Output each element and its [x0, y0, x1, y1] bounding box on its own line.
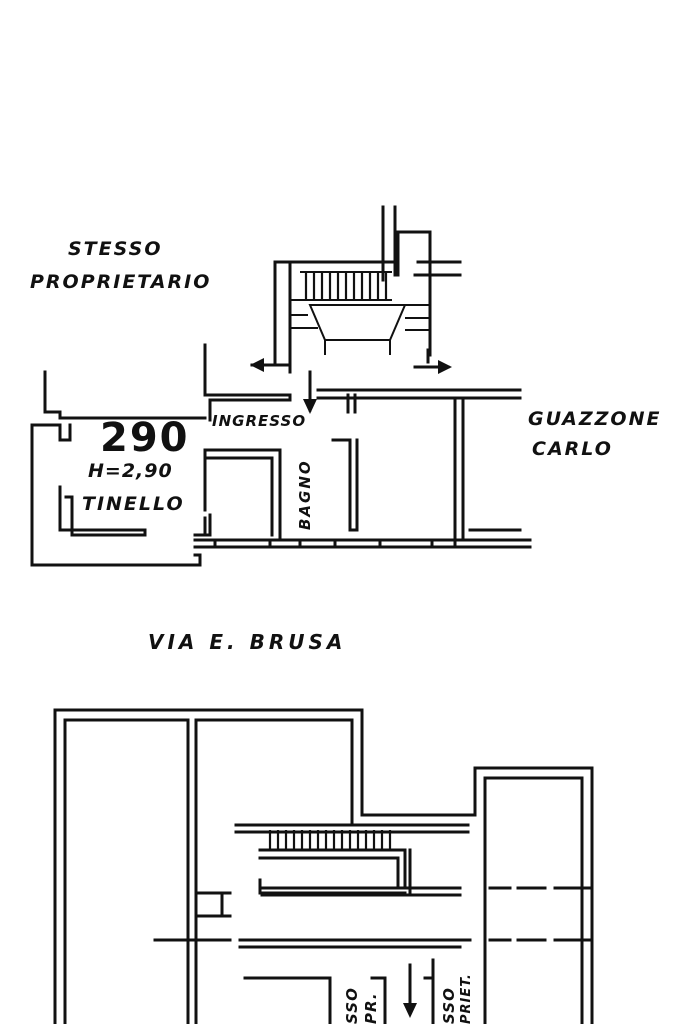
label-height: H=2,90	[88, 460, 173, 482]
label-ingresso: INGRESSO	[212, 412, 307, 430]
lower-plan	[53, 708, 594, 1024]
label-stesso-lower-2: SSO	[440, 987, 458, 1024]
stair-treads	[300, 271, 392, 301]
label-tinello: TINELLO	[82, 493, 185, 515]
label-stesso: STESSO	[68, 238, 163, 260]
label-bagno: BAGNO	[296, 459, 314, 530]
label-proprietario: PROPRIETARIO	[30, 271, 212, 293]
upper-staircase	[273, 205, 462, 374]
plan-number: 290	[100, 415, 190, 461]
label-propriet-lower: PRIET.	[459, 973, 474, 1024]
label-stesso-lower: SSO	[343, 987, 361, 1024]
lower-stair-treads	[268, 830, 392, 850]
apartment-walls	[30, 343, 532, 567]
label-guazzone: GUAZZONE	[528, 408, 662, 430]
access-arrows	[250, 348, 452, 414]
label-carlo: CARLO	[532, 438, 613, 460]
label-street: VIA E. BRUSA	[148, 630, 347, 654]
label-propr-lower: PR.	[362, 992, 380, 1024]
